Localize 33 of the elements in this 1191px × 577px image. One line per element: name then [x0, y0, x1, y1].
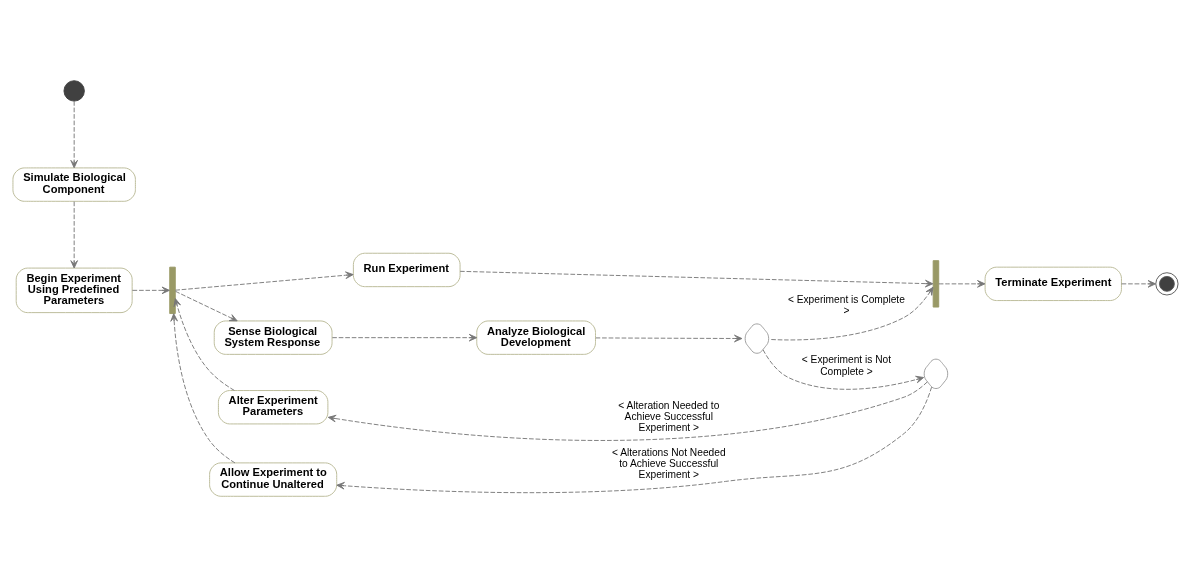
node-box: Allow Experiment to Continue Unaltered [209, 462, 338, 497]
node-box: Terminate Experiment [984, 266, 1122, 302]
node-box: Begin Experiment Using Predefined Parameters [15, 267, 133, 314]
arrow [770, 286, 934, 341]
arrow [336, 386, 933, 494]
node-box: Simulate Biological Component [12, 167, 136, 202]
node-box: Analyze Biological Development [476, 320, 596, 355]
arrow [331, 333, 478, 342]
arrow [595, 334, 743, 343]
arrow [174, 271, 354, 291]
edge-label: < Alterations Not Needed to Achieve Successful Experiment > [612, 447, 726, 481]
node-box: Alter Experiment Parameters [217, 390, 329, 425]
node-diamond [744, 323, 770, 354]
node-box: Sense Biological System Response [213, 320, 333, 355]
arrow [175, 290, 238, 322]
arrow [762, 349, 925, 390]
arrow [173, 298, 235, 391]
arrow [1121, 280, 1156, 288]
edge-label: < Experiment is Complete > [787, 294, 905, 317]
arrow [70, 201, 78, 269]
node-diamond [923, 358, 949, 389]
arrow [70, 100, 78, 169]
arrow [938, 280, 986, 288]
node-circle [63, 80, 85, 102]
arrow [459, 270, 934, 288]
node-box: Run Experiment [352, 252, 461, 288]
node-bar [169, 266, 176, 314]
arrow [170, 313, 236, 464]
arrow [327, 381, 928, 441]
edge-label: < Alteration Needed to Achieve Successful Experiment > [618, 399, 720, 434]
edge-label: < Experiment is Not Complete > [801, 354, 892, 377]
arrow [131, 286, 170, 295]
node-bar [932, 260, 940, 308]
